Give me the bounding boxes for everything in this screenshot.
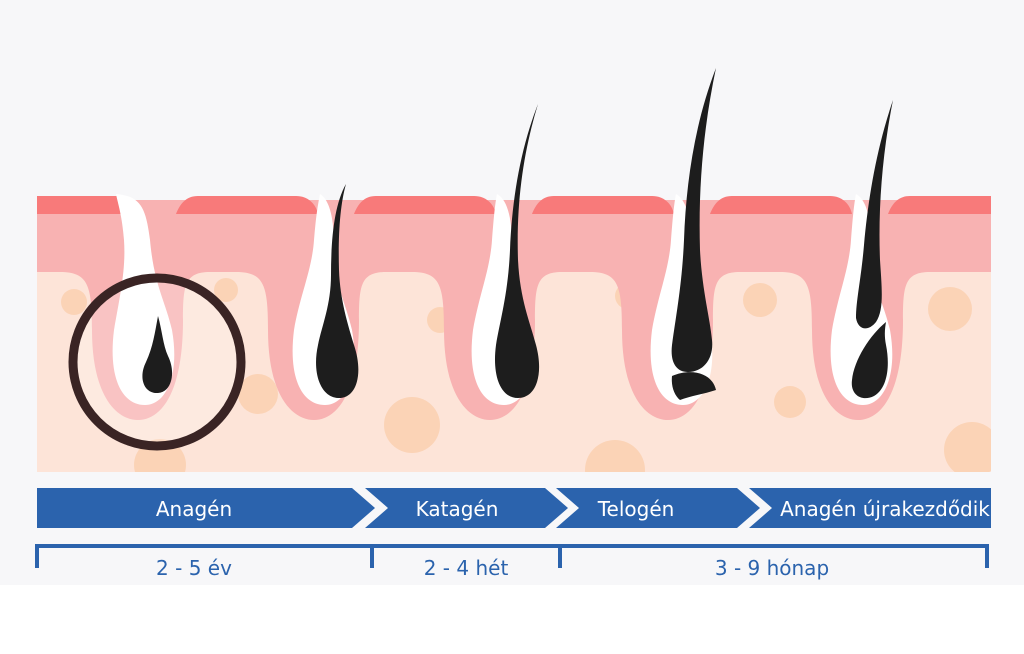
phase-segment-katagen: [365, 488, 568, 528]
anagen-highlight-ring: [68, 273, 246, 451]
hair-anagen-small: [142, 316, 173, 394]
phase-label-telogen: Telogén: [597, 497, 675, 521]
hairs: [142, 68, 893, 400]
duration-bracket-line: [35, 544, 989, 568]
phase-bar: Anagén Katagén Telogén Anagén újrakezdőd…: [37, 488, 991, 528]
hair-3: [494, 104, 540, 398]
hair-5-new: [851, 322, 888, 399]
duration-anagen: 2 - 5 év: [156, 556, 232, 580]
skin-surface-band: [37, 196, 991, 214]
hair-4-root: [671, 372, 716, 400]
duration-brackets: [35, 544, 989, 568]
duration-telogen: 3 - 9 hónap: [715, 556, 829, 580]
phase-segment-telogen: [556, 488, 760, 528]
hair-5: [856, 100, 893, 329]
hair-2: [316, 184, 359, 399]
bottom-band: [0, 585, 1024, 654]
phase-label-anagen-restart: Anagén újrakezdődik: [780, 497, 990, 521]
phase-label-anagen: Anagén: [156, 497, 232, 521]
phase-segment-anagen-restart: [749, 488, 991, 528]
phase-segment-anagen: [37, 488, 375, 528]
hair-4: [671, 68, 716, 372]
duration-katagen: 2 - 4 hét: [424, 556, 509, 580]
phase-label-katagen: Katagén: [416, 497, 499, 521]
